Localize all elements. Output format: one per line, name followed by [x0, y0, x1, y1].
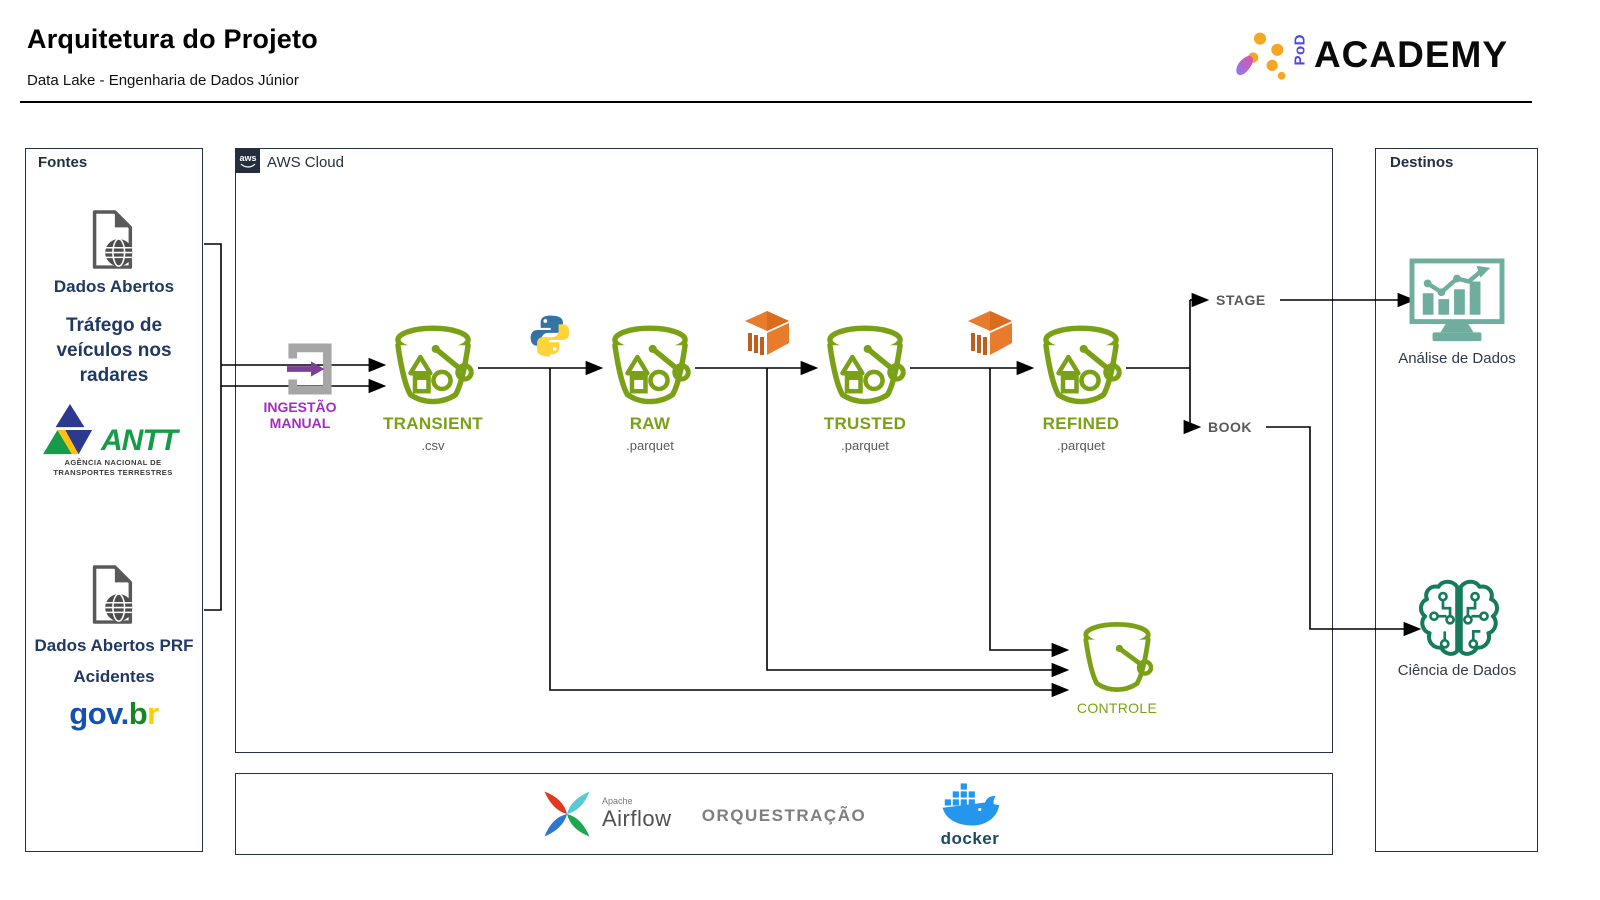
bucket-name: TRUSTED	[823, 414, 907, 433]
bucket-transient: TRANSIENT .csv	[363, 320, 503, 453]
orquestracao-label: ORQUESTRAÇÃO	[701, 806, 867, 825]
source1-name: Dados Abertos	[53, 277, 175, 296]
docker-whale-icon	[942, 782, 1000, 826]
pod-academy-logo: PoD ACADEMY	[1234, 30, 1508, 80]
s3-bucket-icon	[1077, 616, 1157, 700]
bucket-format: .parquet	[1057, 438, 1105, 453]
source2-desc: Acidentes	[73, 667, 155, 686]
bucket-trusted: TRUSTED .parquet	[795, 320, 935, 453]
page-title: Arquitetura do Projeto	[27, 24, 318, 54]
academy-wordmark: ACADEMY	[1313, 34, 1508, 75]
document-globe-icon	[82, 563, 140, 632]
document-globe-icon	[82, 208, 140, 277]
source2-name: Dados Abertos PRF	[34, 636, 194, 655]
analise-label: Análise de Dados	[1398, 350, 1516, 367]
antt-wordmark: ANTT	[101, 424, 178, 457]
ingestao-manual-label: INGESTÃO MANUAL	[263, 399, 337, 431]
page-subtitle: Data Lake - Engenharia de Dados Júnior	[27, 72, 299, 89]
airflow-wordmark: Apache Airflow	[602, 796, 672, 831]
bucket-name: RAW	[629, 414, 671, 433]
s3-bucket-icon	[388, 320, 478, 412]
antt-triangles-icon	[43, 404, 93, 455]
bucket-name: REFINED	[1042, 414, 1120, 433]
airflow-logo: Apache Airflow	[540, 787, 672, 841]
aws-glue-icon	[968, 311, 1012, 362]
bucket-format: .csv	[421, 438, 445, 453]
bucket-name: CONTROLE	[1076, 700, 1158, 716]
bucket-raw: RAW .parquet	[580, 320, 720, 453]
airflow-pinwheel-icon	[544, 791, 590, 837]
s3-bucket-icon	[1036, 320, 1126, 412]
data-science-brain-icon	[1418, 574, 1500, 667]
s3-bucket-icon	[605, 320, 695, 412]
fontes-label: Fontes	[38, 154, 88, 171]
python-icon	[527, 312, 573, 363]
pod-logo-dots-icon	[1236, 32, 1286, 80]
stage-label: STAGE	[1216, 292, 1266, 308]
docker-wordmark: docker	[940, 829, 1000, 848]
aws-glue-icon	[745, 311, 789, 362]
bucket-name: TRANSIENT	[383, 414, 483, 433]
destinos-label: Destinos	[1390, 154, 1454, 171]
docker-logo: docker	[935, 781, 1005, 849]
manual-ingest-icon	[286, 343, 334, 400]
data-analysis-monitor-icon	[1408, 258, 1506, 353]
antt-logo: ANTT	[40, 404, 180, 456]
aws-cloud-panel	[235, 148, 1333, 753]
s3-bucket-icon	[820, 320, 910, 412]
bucket-format: .parquet	[626, 438, 674, 453]
orquestracao-panel	[235, 773, 1333, 855]
bucket-refined: REFINED .parquet	[1011, 320, 1151, 453]
header-divider	[20, 101, 1532, 103]
ciencia-label: Ciência de Dados	[1397, 662, 1517, 679]
source1-desc: Tráfego de veículos nos radares	[56, 315, 172, 386]
aws-logo-icon: aws	[236, 149, 260, 173]
book-label: BOOK	[1208, 419, 1252, 435]
bucket-format: .parquet	[841, 438, 889, 453]
bucket-controle: CONTROLE	[1047, 616, 1187, 716]
antt-subtitle: AGÊNCIA NACIONAL DE TRANSPORTES TERRESTR…	[53, 458, 173, 477]
govbr-logo: gov.br	[69, 696, 159, 731]
aws-cloud-label: AWS Cloud	[267, 154, 344, 171]
